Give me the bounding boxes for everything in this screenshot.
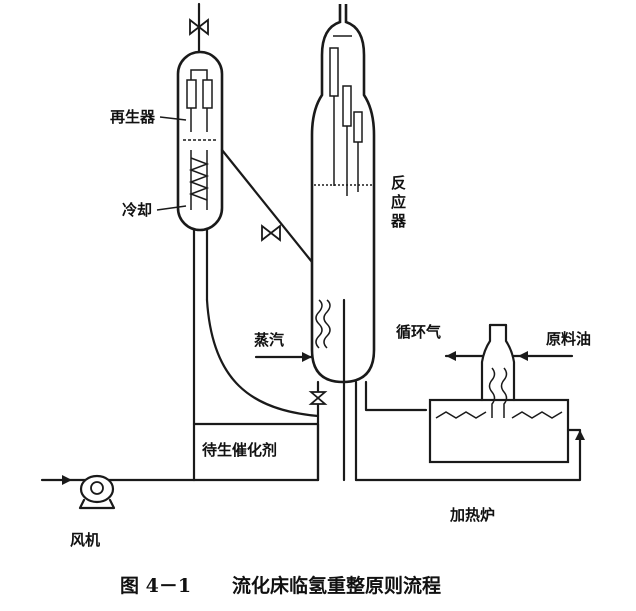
label-recycle-gas: 循环气 <box>396 323 441 341</box>
label-spent-catalyst: 待生催化剂 <box>202 441 277 459</box>
regenerator-top-valve <box>189 18 209 36</box>
spent-catalyst-box <box>192 422 320 482</box>
transfer-line-valve <box>261 224 281 242</box>
caption-number: 图 4－1 <box>120 575 191 597</box>
heater-outlet-line <box>354 428 585 482</box>
heater-furnace <box>428 398 570 464</box>
label-heater: 加热炉 <box>449 506 495 524</box>
regenerator-cooling-coil <box>188 150 210 210</box>
recycle-gas-line <box>354 380 428 482</box>
label-feed-oil: 原料油 <box>546 330 591 348</box>
regenerator-standpipe <box>192 228 320 482</box>
heater-stack <box>480 323 516 418</box>
regenerator-leader <box>159 116 187 121</box>
label-blower: 风机 <box>70 531 100 549</box>
label-regenerator: 再生器 <box>110 108 156 126</box>
blower-icon <box>78 474 116 510</box>
feed-oil-arrow <box>512 351 574 361</box>
label-steam: 蒸汽 <box>254 331 284 349</box>
label-reactor-2: 应 <box>391 193 406 211</box>
catalyst-transfer-line <box>220 148 314 264</box>
reactor-cyclones <box>329 35 363 196</box>
label-reactor-3: 器 <box>390 212 407 230</box>
steam-inlet-arrow <box>254 352 314 362</box>
reactor-bottom-valve <box>308 391 328 405</box>
caption-title: 流化床临氢重整原则流程 <box>232 574 441 597</box>
cooling-leader <box>156 205 187 211</box>
label-cooling: 冷却 <box>122 201 152 219</box>
regenerator-vessel <box>176 2 224 232</box>
recycle-gas-arrow <box>444 351 484 361</box>
regenerator-cyclones <box>183 69 217 141</box>
blower-line <box>40 475 320 485</box>
reactor-steam-coil <box>315 299 331 349</box>
label-reactor-1: 反 <box>391 174 406 192</box>
